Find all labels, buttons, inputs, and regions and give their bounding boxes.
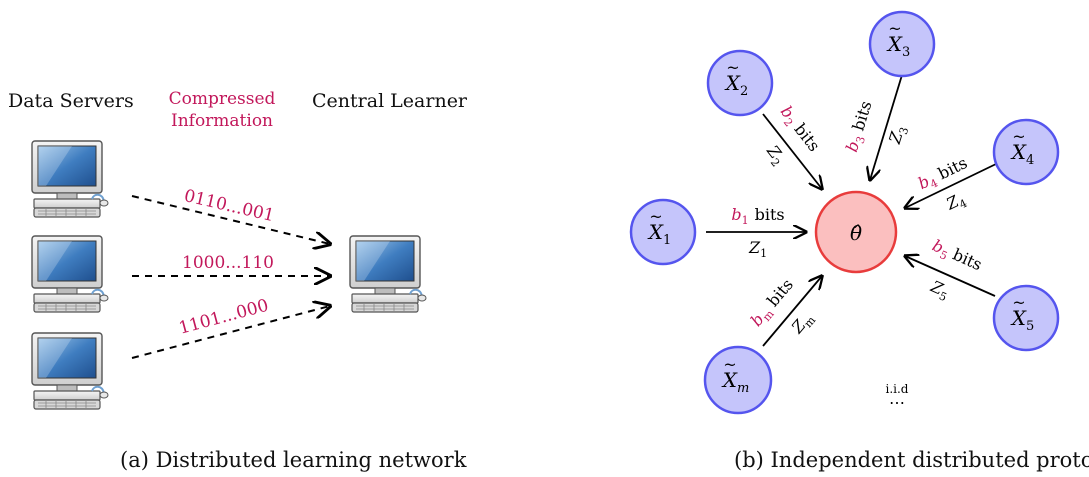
central-learner-label: Central Learner: [312, 90, 468, 112]
edge-label-4: b4bits Z4: [915, 153, 970, 217]
edge-label-2: b2bits Z2: [760, 102, 824, 170]
data-server-1: [31, 140, 109, 218]
theta-hat-node: θ̂: [814, 190, 898, 274]
svg-text:Z5: Z5: [926, 276, 952, 304]
message-1: 0110...001: [182, 186, 276, 226]
message-2: 1000...110: [182, 253, 274, 273]
node-x3: X3 ~: [868, 10, 936, 78]
ellipsis: ⋯: [889, 393, 905, 412]
node-x2: X2 ~: [706, 49, 774, 117]
caption-a: (a) Distributed learning network: [120, 448, 467, 472]
compressed-information-label: Compressed Information: [168, 89, 276, 131]
iid-label: i.i.d: [886, 382, 909, 396]
edge-xm: [762, 276, 822, 347]
caption-b: (b) Independent distributed protocol: [734, 448, 1089, 472]
svg-text:Xm: Xm: [721, 368, 750, 396]
data-server-3: [31, 332, 109, 410]
svg-text:Z2: Z2: [760, 141, 789, 170]
data-server-2: [31, 235, 109, 313]
svg-text:b3bits: b3bits: [842, 99, 878, 155]
message-arrow-1: [131, 195, 330, 244]
message-3: 1101...000: [177, 296, 271, 339]
svg-text:~: ~: [649, 207, 662, 226]
svg-text:X5: X5: [1010, 306, 1035, 334]
svg-text:Z3: Z3: [885, 123, 912, 148]
svg-text:~: ~: [1012, 127, 1025, 146]
message-arrow-3: [131, 306, 330, 359]
edge-x5: [905, 256, 996, 297]
node-xm: Xm ~: [703, 345, 773, 415]
edge-label-m: bmbits Zm: [747, 275, 819, 338]
edge-label-3: b3bits Z3: [842, 99, 911, 155]
svg-text:~: ~: [726, 58, 739, 77]
svg-text:~: ~: [723, 355, 736, 374]
svg-text:X3: X3: [886, 32, 911, 60]
theta-hat-label: θ̂: [850, 221, 862, 245]
svg-text:Z4: Z4: [942, 189, 969, 217]
node-x1: X1 ~: [629, 198, 697, 266]
node-x5: X5 ~: [992, 284, 1060, 352]
node-x4: X4 ~: [992, 118, 1060, 186]
svg-text:~: ~: [1012, 293, 1025, 312]
svg-text:~: ~: [888, 19, 901, 38]
edge-x3: [870, 74, 903, 180]
svg-text:X4: X4: [1010, 140, 1035, 168]
svg-text:X1: X1: [647, 220, 672, 248]
data-servers-label: Data Servers: [8, 90, 134, 112]
central-learner-computer: [349, 235, 427, 313]
edge-x2: [762, 113, 822, 189]
edge-x4: [905, 163, 997, 208]
svg-text:Z1: Z1: [748, 238, 767, 260]
distributed-learning-network: 0110...001 1000...110 1101...000: [31, 140, 427, 410]
svg-text:X2: X2: [724, 71, 749, 99]
